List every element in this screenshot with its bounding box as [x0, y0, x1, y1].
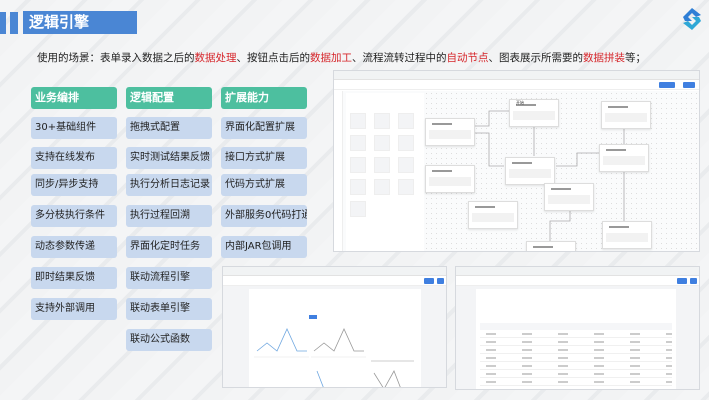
subtitle-text: 使用的场景：表单录入数据之后的 [37, 52, 195, 64]
feature-item: 界面化定时任务 [126, 236, 212, 258]
feature-item: 接口方式扩展 [221, 147, 307, 169]
feature-item: 实时测试结果反馈 [126, 147, 212, 169]
feature-item: 30+基础组件 [31, 117, 117, 139]
feature-item: 拖拽式配置 [126, 117, 212, 139]
logo-icon [683, 8, 701, 30]
highlight-text: 数据处理 [194, 52, 237, 64]
subtitle-text: 、图表展示所需要的 [488, 52, 584, 64]
dashboard-screenshot [222, 266, 447, 388]
feature-item: 联动公式函数 [126, 329, 212, 351]
feature-item: 外部服务0代码打通 [221, 205, 307, 227]
feature-item: 同步/异步支持 [31, 174, 117, 196]
feature-item: 代码方式扩展 [221, 174, 307, 196]
feature-item: 联动表单引擎 [126, 298, 212, 320]
accent-bar [10, 12, 18, 34]
feature-item: 内部JAR包调用 [221, 236, 307, 258]
highlight-text: 数据加工 [310, 52, 352, 64]
subtitle-text: 、按钮点击后的 [236, 52, 311, 64]
feature-item: 执行过程回溯 [126, 205, 212, 227]
accent-bar [0, 12, 6, 34]
feature-item: 界面化配置扩展 [221, 117, 307, 139]
column-header: 扩展能力 [221, 87, 307, 109]
column-header: 业务编排 [31, 87, 117, 109]
column-header: 逻辑配置 [126, 87, 212, 109]
flow-node-start: 开始 [516, 100, 524, 105]
feature-item: 联动流程引擎 [126, 267, 212, 289]
subtitle-text: 、流程流转过程中的 [352, 52, 447, 64]
usage-scenario-text: 使用的场景：表单录入数据之后的数据处理、按钮点击后的数据加工、流程流转过程中的自… [37, 50, 646, 65]
subtitle-text: 等； [625, 52, 646, 64]
table-screenshot [455, 266, 700, 390]
feature-item: 动态参数传递 [31, 236, 117, 258]
feature-item: 多分枝执行条件 [31, 205, 117, 227]
feature-item: 即时结果反馈 [31, 267, 117, 289]
feature-item: 支持在线发布 [31, 147, 117, 169]
feature-item: 执行分析日志记录 [126, 174, 212, 196]
flow-editor-screenshot: 开始 [333, 70, 700, 252]
slide-title: 逻辑引擎 [23, 11, 137, 34]
highlight-text: 数据拼装 [583, 52, 625, 64]
highlight-text: 自动节点 [446, 52, 489, 64]
feature-item: 支持外部调用 [31, 298, 117, 320]
